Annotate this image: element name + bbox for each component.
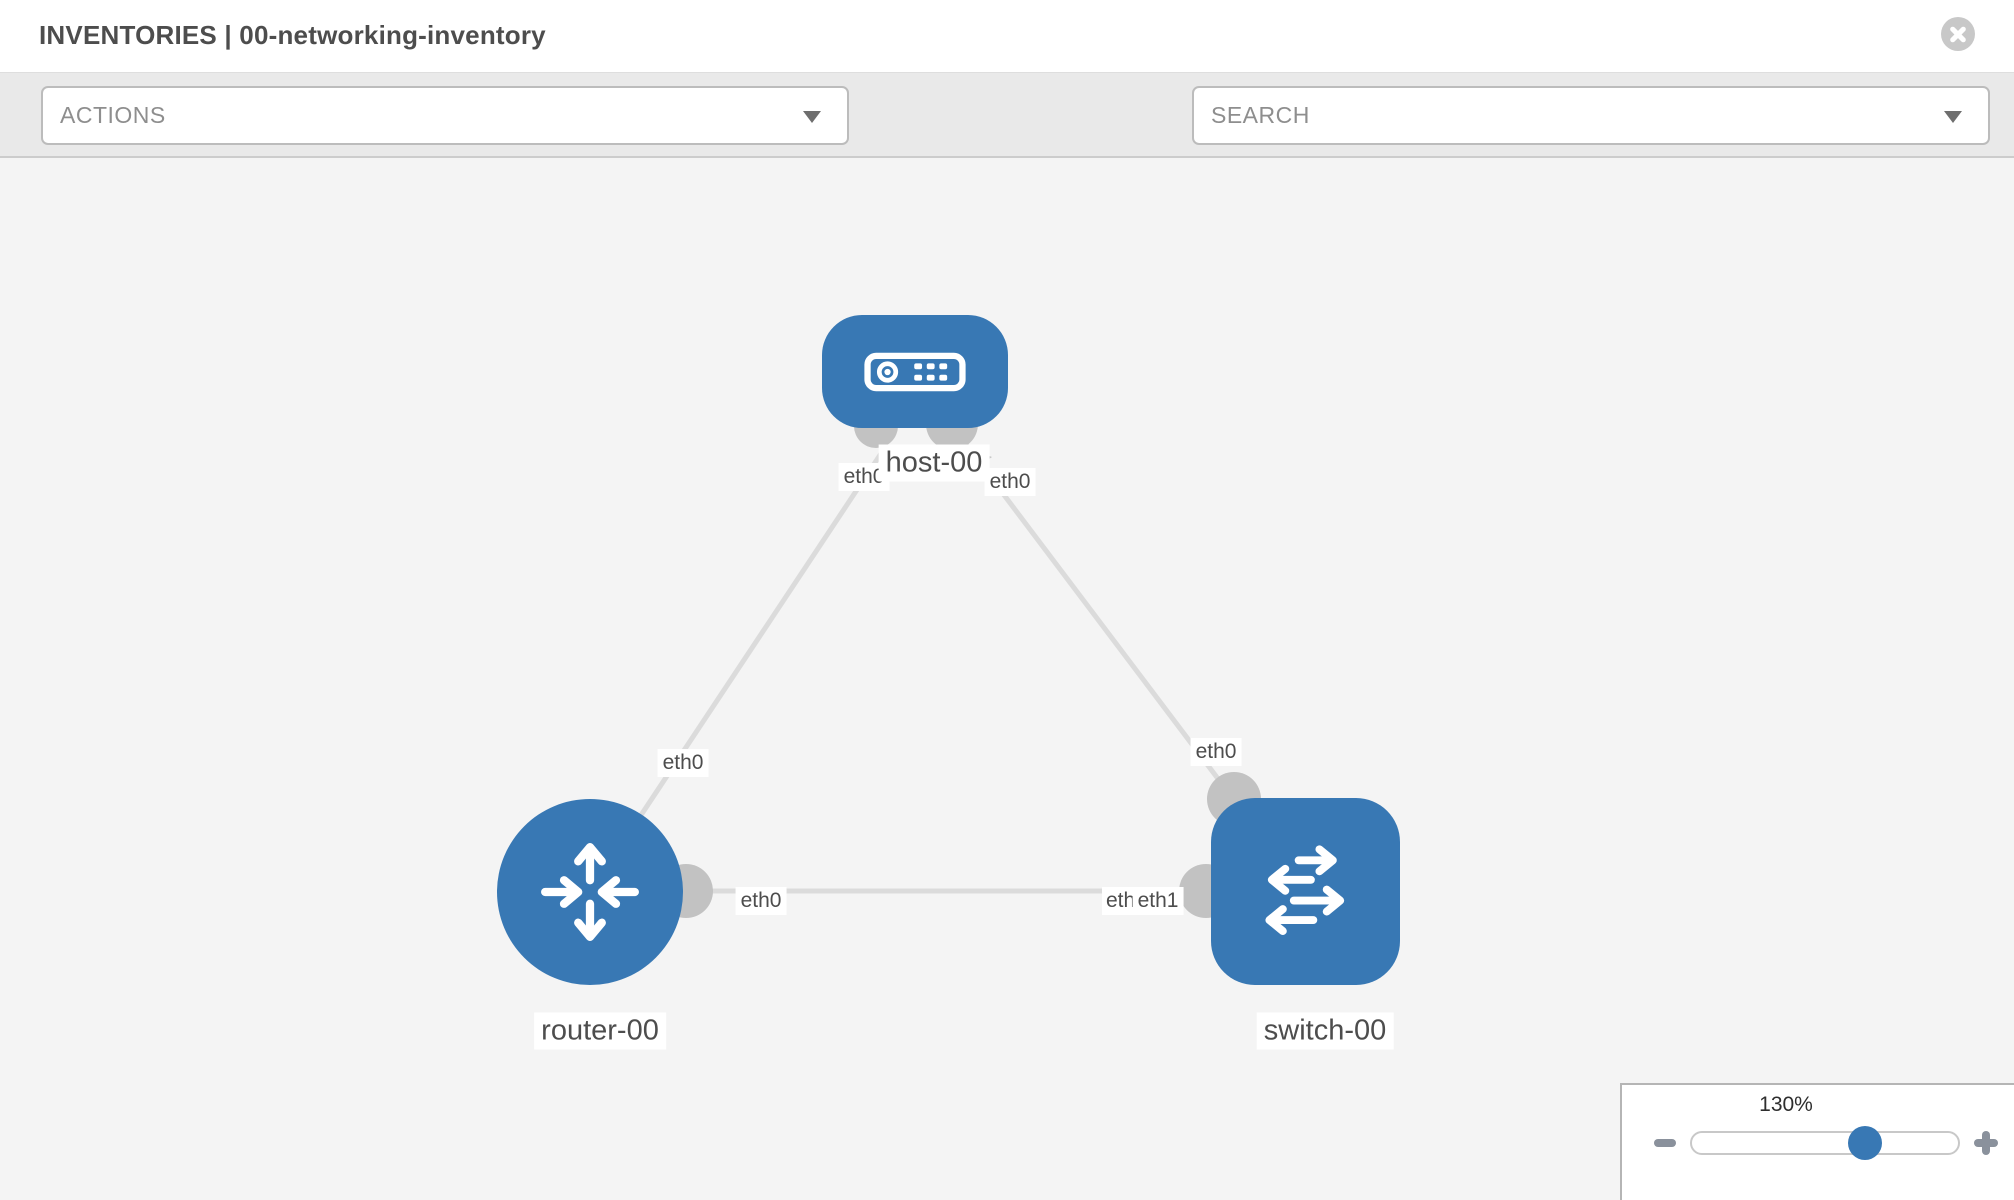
iface-label: eth1 [1132, 887, 1184, 915]
iface-label: eth0 [1190, 738, 1242, 766]
zoom-percentage: 130% [1759, 1093, 1813, 1116]
node-router-00[interactable] [497, 799, 683, 985]
zoom-in-button[interactable] [1974, 1131, 1998, 1155]
header: INVENTORIES | 00-networking-inventory [0, 0, 2014, 72]
actions-dropdown-label: ACTIONS [60, 102, 166, 128]
topology-canvas[interactable]: eth0 eth0 eth0 eth0 eth0 eth0 eth1 host-… [0, 158, 2014, 1200]
chevron-down-icon [803, 111, 821, 123]
node-label-router-00: router-00 [534, 1012, 666, 1050]
node-switch-00[interactable] [1211, 798, 1400, 985]
zoom-slider-track[interactable] [1690, 1131, 1960, 1155]
switch-icon [1245, 831, 1367, 953]
toolbar: ACTIONS SEARCH [0, 72, 2014, 207]
node-label-host-00: host-00 [878, 444, 990, 482]
close-icon [1941, 17, 1975, 51]
actions-dropdown[interactable]: ACTIONS [41, 86, 849, 145]
search-dropdown-label: SEARCH [1211, 102, 1310, 128]
iface-label: eth0 [1102, 887, 1135, 915]
node-label-switch-00: switch-00 [1256, 1012, 1394, 1050]
search-dropdown[interactable]: SEARCH [1192, 86, 1990, 145]
page-title: INVENTORIES | 00-networking-inventory [39, 20, 546, 50]
iface-label: eth0 [657, 749, 709, 777]
close-button[interactable] [1941, 17, 1975, 51]
zoom-out-button[interactable] [1654, 1139, 1676, 1147]
iface-label: eth0 [984, 468, 1036, 496]
zoom-control-panel: 130% [1620, 1083, 2014, 1200]
zoom-slider-handle[interactable] [1848, 1126, 1882, 1160]
host-icon [864, 352, 966, 392]
router-icon [531, 833, 649, 951]
node-host-00[interactable] [822, 315, 1008, 428]
iface-label: eth0 [735, 887, 787, 915]
topology-links-layer [587, 398, 1261, 918]
chevron-down-icon [1944, 111, 1962, 123]
